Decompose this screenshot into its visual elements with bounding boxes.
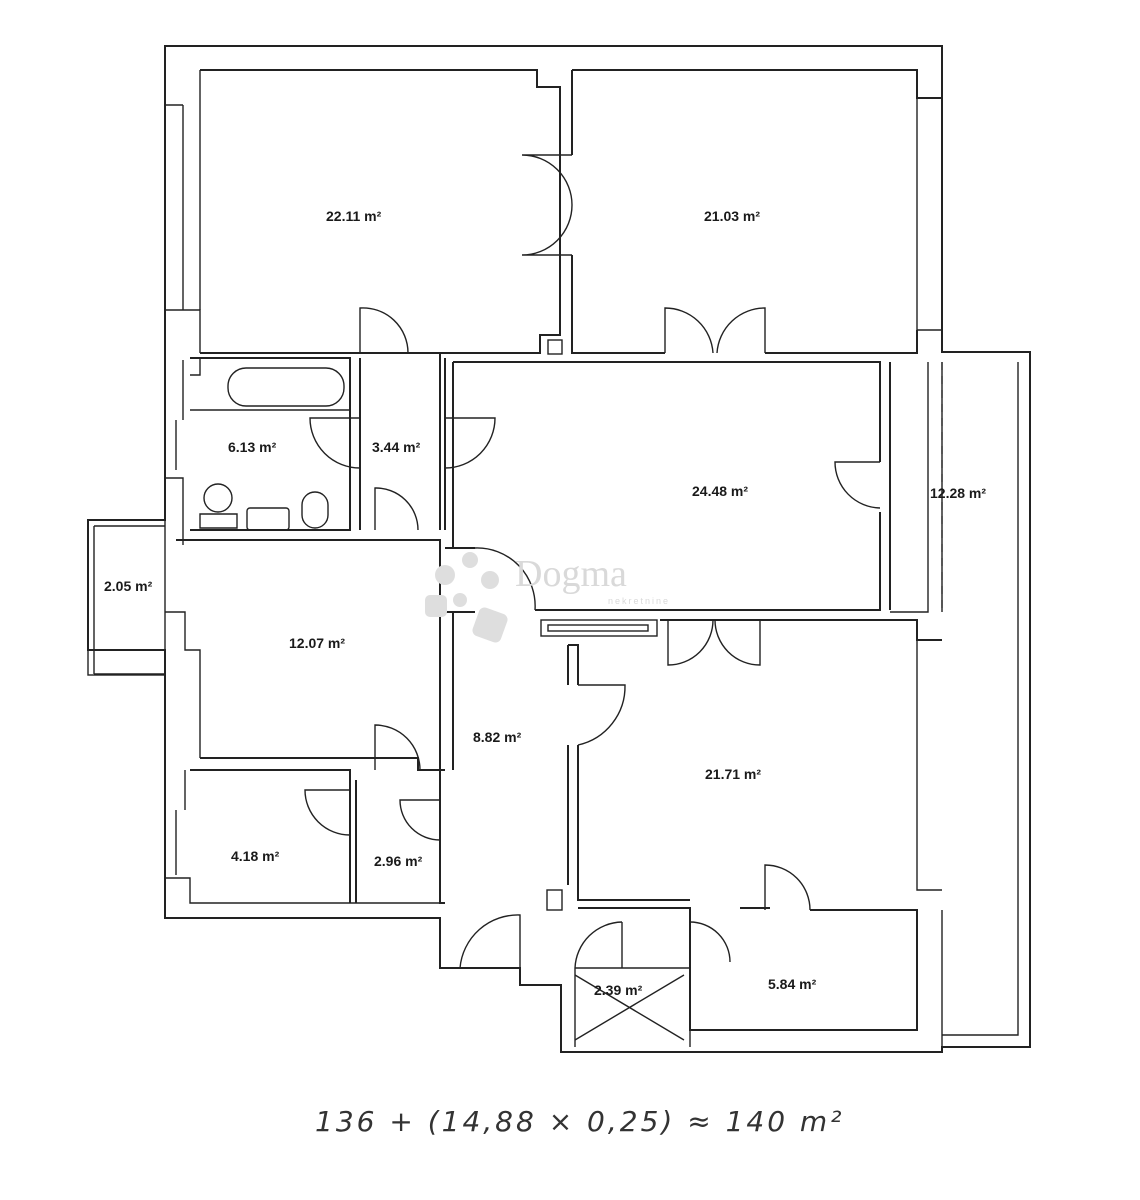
watermark: Dogma nekretnine [425,552,670,643]
room-area-bedroom-top-right: 21.03 m² [704,208,760,224]
room-area-kitchen: 12.07 m² [289,635,345,651]
watermark-brand: Dogma [515,553,627,595]
watermark-logo-icon [425,552,508,643]
doors [304,154,881,969]
watermark-sub: nekretnine [608,596,670,606]
room-area-bathroom: 6.13 m² [228,439,277,455]
room-area-bedroom-top-left: 22.11 m² [326,208,382,224]
room-area-storage-left: 4.18 m² [231,848,280,864]
room-area-balcony-left: 2.05 m² [104,578,153,594]
room-labels: 22.11 m² 21.03 m² 6.13 m² 3.44 m² 24.48 … [104,208,986,998]
outer-walls [87,45,1031,1053]
room-area-wc: 2.96 m² [374,853,423,869]
total-area-note: 136 + (14,88 × 0,25) ≈ 140 m² [315,1105,844,1138]
room-area-utility: 5.84 m² [768,976,817,992]
room-area-closet-upper: 3.44 m² [372,439,421,455]
room-area-living-room: 24.48 m² [692,483,748,499]
room-area-balcony-right: 12.28 m² [930,485,986,501]
room-area-hallway: 8.82 m² [473,729,522,745]
room-area-bedroom-bottom-right: 21.71 m² [705,766,761,782]
room-area-shaft: 2.39 m² [594,982,643,998]
internal-walls [176,352,1019,1047]
